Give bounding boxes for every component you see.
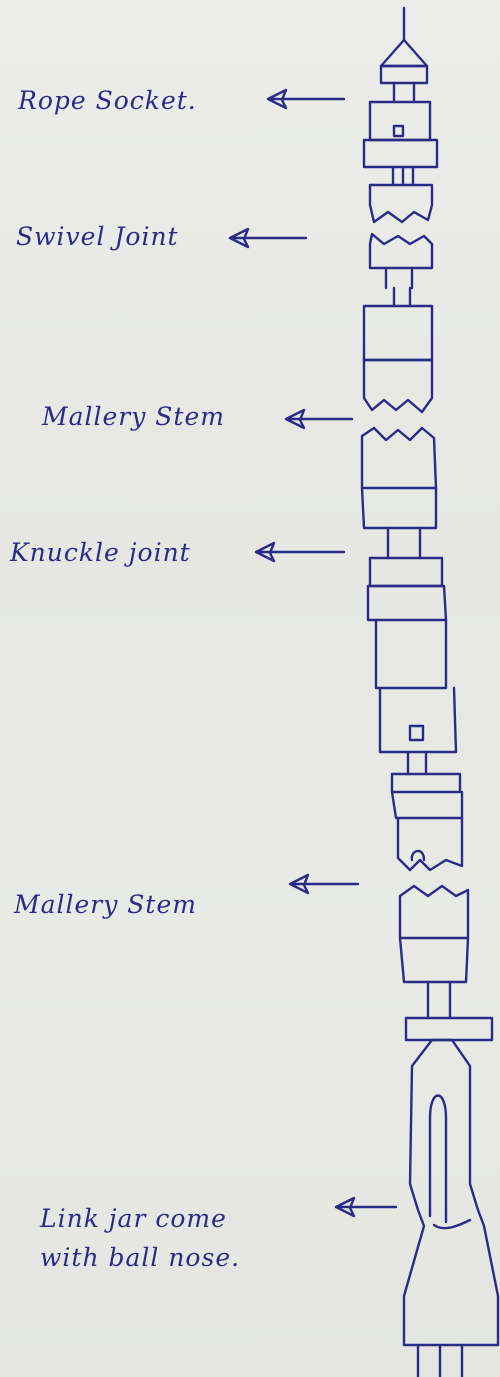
mallery-stem-2-drawing — [398, 818, 468, 1018]
label-link-jar-line2: with ball nose. — [40, 1239, 240, 1278]
arrow-swivel-joint — [230, 229, 306, 247]
label-link-jar: Link jar come with ball nose. — [40, 1200, 240, 1278]
label-mallery-stem-1: Mallery Stem — [42, 404, 225, 429]
link-jar-drawing — [404, 1018, 498, 1377]
label-link-jar-line1: Link jar come — [40, 1200, 240, 1239]
rope-socket-drawing — [364, 8, 437, 185]
arrow-knuckle-joint — [256, 543, 344, 561]
arrow-rope-socket — [268, 90, 344, 108]
arrow-link-jar — [336, 1198, 396, 1216]
label-knuckle-joint: Knuckle joint — [10, 540, 191, 565]
label-rope-socket: Rope Socket. — [18, 88, 197, 113]
label-mallery-stem-2: Mallery Stem — [14, 892, 197, 917]
arrow-mallery-stem-2 — [290, 875, 358, 893]
knuckle-joint-drawing — [368, 558, 462, 818]
mallery-stem-1-drawing — [362, 306, 436, 558]
swivel-joint-drawing — [370, 185, 432, 306]
arrow-mallery-stem-1 — [286, 410, 352, 428]
label-swivel-joint: Swivel Joint — [16, 224, 179, 249]
